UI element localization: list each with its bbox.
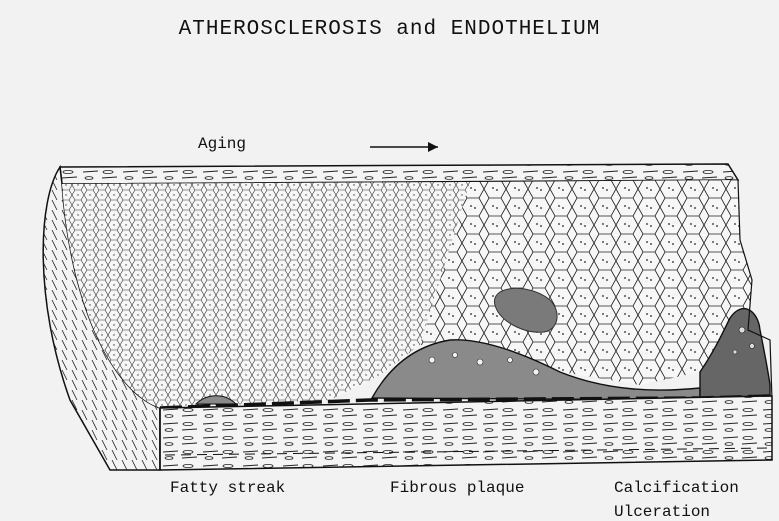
aging-arrow-icon xyxy=(370,142,438,152)
stage-label-ulceration: Ulceration xyxy=(614,503,710,521)
stage-label-fibrous-plaque: Fibrous plaque xyxy=(390,479,524,497)
stage-label-calcification: Calcification xyxy=(614,479,739,497)
stage-label-fatty-streak: Fatty streak xyxy=(170,479,285,497)
media-layer xyxy=(160,396,772,470)
